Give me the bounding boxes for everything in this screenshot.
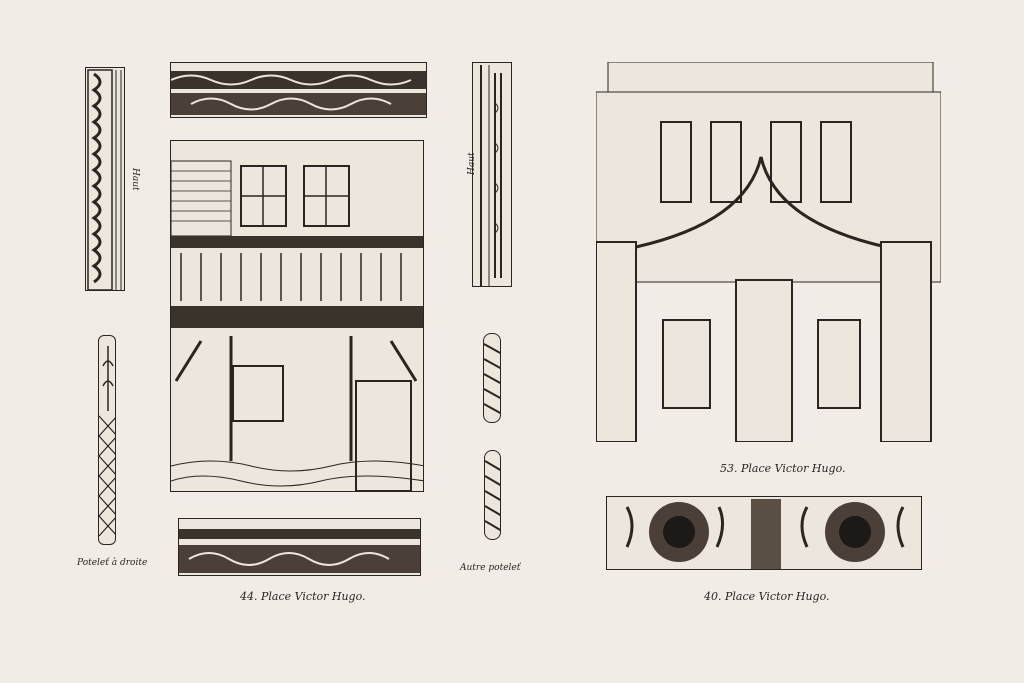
carved-beam-bottom <box>178 518 421 576</box>
carved-post-small-2 <box>484 450 501 540</box>
caption-house-53: 53. Place Victor Hugo. <box>720 462 846 475</box>
house-44-elevation <box>170 140 424 492</box>
house-53-elevation <box>596 62 941 442</box>
caption-house-44: 44. Place Victor Hugo. <box>240 590 366 603</box>
caption-autre-poteau: Autre poteleť <box>460 563 521 573</box>
carved-post-bottom-left <box>98 335 116 545</box>
house-40-frieze <box>606 496 922 570</box>
carved-post-top-left <box>85 67 125 291</box>
caption-house-40: 40. Place Victor Hugo. <box>704 590 830 603</box>
carved-post-small-1 <box>483 333 501 423</box>
carved-post-top-right <box>472 62 512 287</box>
caption-haut-right: Haut <box>467 152 477 175</box>
caption-poteau-droite: Poteleť à droite <box>77 558 148 568</box>
caption-haut-left: Haut <box>130 168 140 191</box>
carved-beam-top <box>170 62 427 118</box>
